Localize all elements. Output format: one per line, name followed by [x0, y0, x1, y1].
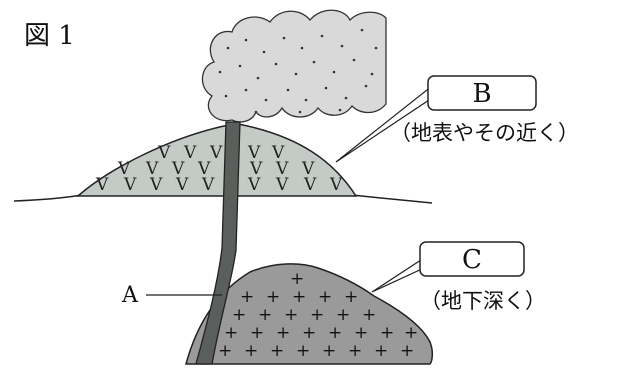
smoke-cloud [201, 9, 387, 123]
pluton-body [185, 263, 434, 365]
plus-mark: + [318, 287, 332, 307]
v-mark: V [247, 143, 261, 163]
callout-b-box [427, 75, 537, 111]
plus-mark: + [348, 341, 362, 361]
v-mark: V [149, 175, 163, 195]
smoke-dot [340, 44, 344, 48]
callout-c-box [419, 241, 525, 277]
plus-mark: + [276, 323, 290, 343]
plus-mark: + [250, 323, 264, 343]
callout-b-note: （地表やその近く） [390, 121, 579, 145]
plus-mark: + [232, 305, 246, 325]
figure-title: 図 1 [24, 21, 75, 51]
plus-mark: + [328, 323, 342, 343]
smoke-dot [338, 108, 342, 112]
smoke-dot [264, 98, 268, 102]
callout-c-pointer [371, 256, 425, 293]
plus-mark: + [362, 305, 376, 325]
plus-mark: + [292, 287, 306, 307]
smoke-dot [320, 34, 324, 38]
v-mark: V [249, 159, 263, 179]
v-mark: V [197, 159, 211, 179]
callout-b-letter: B [472, 79, 491, 109]
smoke-dot [282, 36, 286, 40]
plus-mark: + [218, 341, 232, 361]
v-mark: V [171, 159, 185, 179]
v-mark: V [271, 143, 285, 163]
plus-mark: + [380, 323, 394, 343]
plus-mark: + [404, 323, 418, 343]
plus-mark: + [290, 269, 304, 289]
v-mark: V [329, 175, 343, 195]
magma-pipe [195, 121, 241, 365]
plus-mark: + [310, 305, 324, 325]
smoke-dot [304, 98, 308, 102]
plus-mark: + [322, 341, 336, 361]
plus-mark: + [284, 305, 298, 325]
plus-mark: + [296, 341, 310, 361]
plus-mark: + [302, 323, 316, 343]
callout-c-note: （地下深く） [420, 289, 546, 313]
plus-mark: + [240, 287, 254, 307]
smoke-dot [286, 88, 290, 92]
v-mark: V [247, 175, 261, 195]
plus-mark: + [344, 287, 358, 307]
label-a-group: A [121, 283, 222, 308]
v-mark: V [183, 143, 197, 163]
v-mark: V [275, 159, 289, 179]
v-mark: V [123, 175, 137, 195]
smoke-dot [274, 62, 278, 66]
smoke-dot [332, 70, 336, 74]
smoke-dot [244, 38, 248, 42]
plus-mark: + [400, 341, 414, 361]
smoke-dot [324, 86, 328, 90]
callout-b: B （地表やその近く） [335, 75, 579, 163]
v-mark: V [117, 159, 131, 179]
v-mark: V [145, 159, 159, 179]
smoke-dot [262, 50, 266, 54]
smoke-dot [370, 72, 374, 76]
smoke-dot [352, 58, 356, 62]
smoke-dot [226, 46, 230, 50]
ground-line [13, 194, 433, 204]
smoke-dot [298, 110, 302, 114]
v-mark: V [209, 143, 223, 163]
v-mark: V [175, 175, 189, 195]
smoke-dot [218, 70, 222, 74]
v-mark: V [303, 175, 317, 195]
plus-mark: + [258, 305, 272, 325]
smoke-dot [254, 110, 258, 114]
v-mark: V [301, 159, 315, 179]
smoke-dot [344, 96, 348, 100]
v-mark: V [275, 175, 289, 195]
smoke-dot [374, 46, 378, 50]
plus-mark: + [224, 323, 238, 343]
smoke-dot [238, 64, 242, 68]
plus-mark: + [270, 341, 284, 361]
smoke-dot [224, 94, 228, 98]
smoke-dot [312, 60, 316, 64]
smoke-dot [244, 88, 248, 92]
callout-c: C （地下深く） [371, 241, 546, 313]
smoke-dot [364, 84, 368, 88]
smoke-dot [300, 46, 304, 50]
plutonic-rock-marks: ++++++++++++++++++++++++++++ [218, 269, 418, 361]
v-mark: V [95, 175, 109, 195]
smoke-dot [360, 28, 364, 32]
plus-mark: + [374, 341, 388, 361]
smoke-dot [256, 76, 260, 80]
plus-mark: + [336, 305, 350, 325]
v-mark: V [201, 175, 215, 195]
callout-c-letter: C [462, 245, 482, 275]
v-mark: V [157, 143, 171, 163]
plus-mark: + [266, 287, 280, 307]
smoke-dot [294, 72, 298, 76]
plus-mark: + [244, 341, 258, 361]
plus-mark: + [354, 323, 368, 343]
label-a: A [121, 283, 139, 308]
